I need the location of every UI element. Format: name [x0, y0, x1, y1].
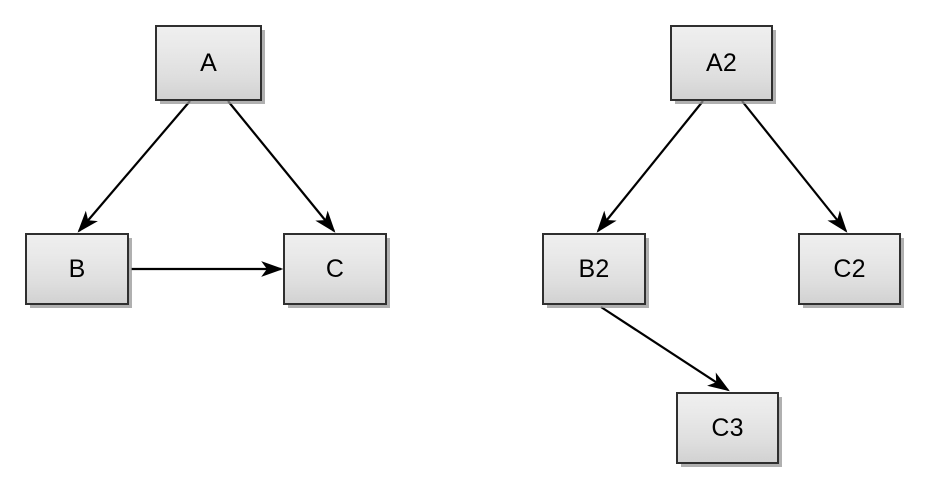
node-c[interactable]: C: [283, 233, 387, 305]
edge-a-to-b: [77, 100, 191, 233]
edge-b2-to-c3: [600, 306, 730, 392]
node-c-label: C: [325, 254, 345, 283]
node-b[interactable]: B: [25, 233, 129, 305]
node-c2[interactable]: C2: [798, 233, 901, 305]
node-c2-label: C2: [833, 254, 866, 283]
node-a-label: A: [200, 48, 217, 77]
node-c3-label: C3: [711, 413, 744, 442]
node-a2[interactable]: A2: [670, 25, 773, 101]
node-a[interactable]: A: [155, 25, 262, 101]
node-b-label: B: [68, 254, 86, 283]
node-b2-label: B2: [578, 254, 610, 283]
edge-a2-to-c2: [741, 100, 848, 233]
edge-a-to-c: [227, 100, 336, 233]
edge-a2-to-b2: [596, 100, 704, 233]
node-c3[interactable]: C3: [676, 392, 779, 464]
node-b2[interactable]: B2: [542, 233, 646, 305]
node-a2-label: A2: [706, 48, 737, 77]
